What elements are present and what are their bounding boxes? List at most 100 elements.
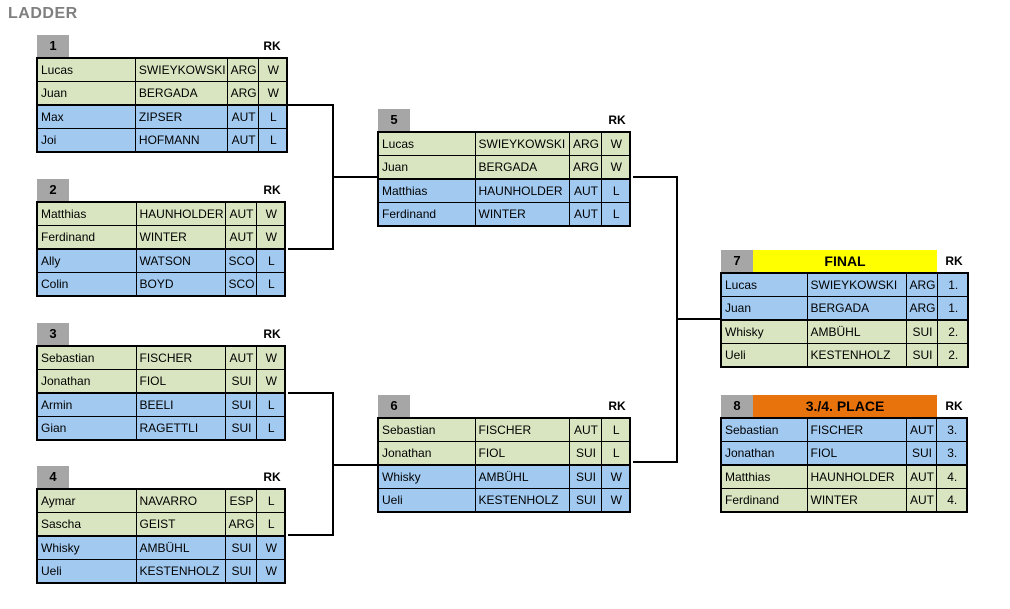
cell-rank: L <box>255 488 286 513</box>
cell-first-name: Ferdinand <box>377 202 476 227</box>
cell-country: SUI <box>224 416 257 441</box>
cell-rank: W <box>255 369 286 394</box>
cell-rank: 4. <box>935 464 968 489</box>
cell-rank: W <box>257 57 288 82</box>
match-header: 6 RK <box>377 393 633 417</box>
cell-rank: L <box>255 392 286 417</box>
cell-first-name: Ferdinand <box>720 488 808 513</box>
cell-country: ARG <box>224 512 257 537</box>
cell-last-name: KESTENHOLZ <box>806 343 907 368</box>
cell-first-name: Armin <box>36 392 137 417</box>
cell-rank: L <box>600 178 631 203</box>
match-number: 2 <box>37 179 69 201</box>
cell-last-name: HAUNHOLDER <box>474 178 570 203</box>
rk-column-header: RK <box>945 254 963 268</box>
cell-rank: W <box>600 155 631 180</box>
rk-column-header: RK <box>608 113 626 127</box>
cell-first-name: Joi <box>36 128 136 153</box>
cell-country: SCO <box>224 248 257 273</box>
cell-country: SCO <box>224 272 257 297</box>
cell-last-name: RAGETTLI <box>135 416 226 441</box>
cell-rank: L <box>257 128 288 153</box>
cell-rank: W <box>255 559 286 584</box>
match-number: 7 <box>721 250 753 272</box>
cell-country: SUI <box>224 559 257 584</box>
third-place-label: 3./4. PLACE <box>753 395 937 417</box>
cell-first-name: Jonathan <box>720 441 808 466</box>
cell-first-name: Ueli <box>377 488 476 513</box>
cell-country: AUT <box>224 345 257 370</box>
cell-first-name: Ally <box>36 248 137 273</box>
cell-last-name: ZIPSER <box>134 104 228 129</box>
cell-first-name: Juan <box>377 155 476 180</box>
page-title: LADDER <box>8 5 78 22</box>
cell-first-name: Matthias <box>377 178 476 203</box>
cell-rank: 2. <box>936 343 969 368</box>
cell-first-name: Jonathan <box>36 369 137 394</box>
cell-rank: W <box>255 201 286 226</box>
cell-first-name: Aymar <box>36 488 137 513</box>
cell-last-name: HAUNHOLDER <box>806 464 907 489</box>
match-number: 1 <box>37 35 69 57</box>
cell-country: AUT <box>224 201 257 226</box>
cell-country: ARG <box>226 57 259 82</box>
cell-last-name: KESTENHOLZ <box>474 488 570 513</box>
cell-country: SUI <box>568 464 602 489</box>
cell-country: SUI <box>568 488 602 513</box>
cell-rank: L <box>255 272 286 297</box>
cell-rank: L <box>255 512 286 537</box>
cell-country: ARG <box>568 155 602 180</box>
cell-first-name: Jonathan <box>377 441 476 466</box>
cell-rank: 3. <box>935 441 968 466</box>
cell-country: AUT <box>905 464 937 489</box>
match-header: 2 RK <box>36 177 288 201</box>
cell-first-name: Sebastian <box>36 345 137 370</box>
connector-line <box>332 176 378 178</box>
match-header: 7 FINAL RK <box>720 248 970 272</box>
match-header: 4 RK <box>36 464 288 488</box>
cell-last-name: WINTER <box>806 488 907 513</box>
cell-rank: 3. <box>935 417 968 442</box>
cell-first-name: Juan <box>36 81 136 106</box>
cell-last-name: BERGADA <box>806 296 907 321</box>
cell-last-name: WINTER <box>474 202 570 227</box>
rk-column-header: RK <box>263 183 281 197</box>
cell-country: AUT <box>905 488 937 513</box>
cell-last-name: HOFMANN <box>134 128 228 153</box>
cell-country: AUT <box>224 225 257 250</box>
cell-first-name: Sebastian <box>377 417 476 442</box>
cell-last-name: KESTENHOLZ <box>135 559 226 584</box>
cell-last-name: BERGADA <box>134 81 228 106</box>
cell-last-name: AMBÜHL <box>474 464 570 489</box>
cell-first-name: Ferdinand <box>36 225 137 250</box>
cell-first-name: Sebastian <box>720 417 808 442</box>
connector-line <box>633 176 678 178</box>
cell-rank: 1. <box>936 296 969 321</box>
cell-first-name: Lucas <box>377 131 476 156</box>
